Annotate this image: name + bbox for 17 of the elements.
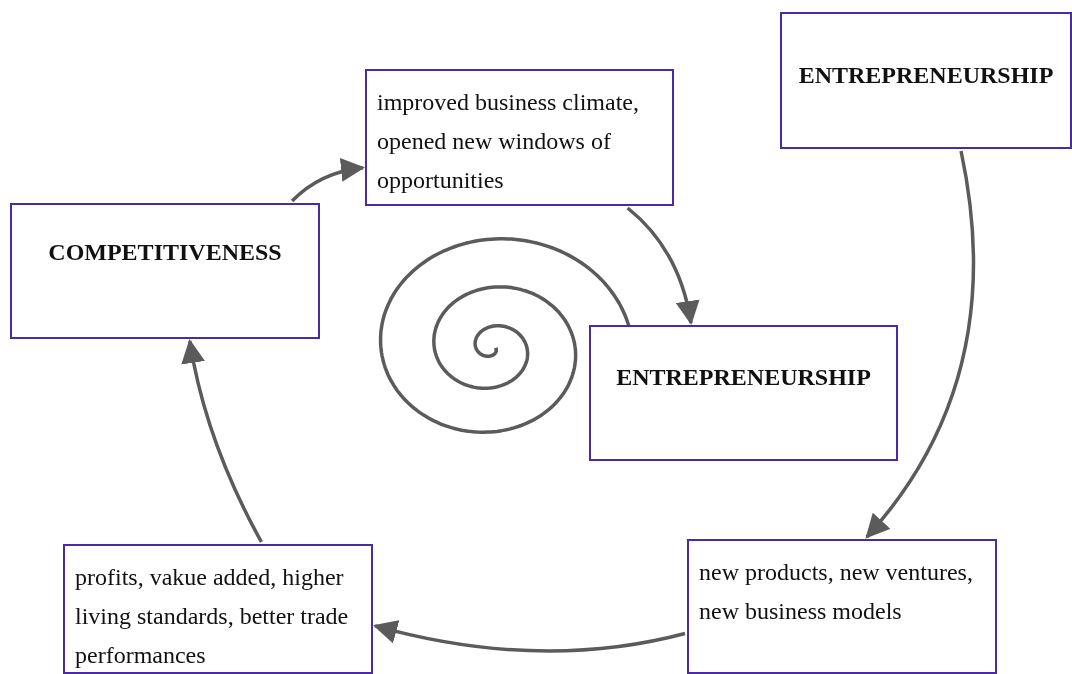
curved-arrow	[181, 339, 263, 543]
curved-arrow	[290, 158, 365, 203]
box-heading: ENTREPRENEURSHIP	[615, 364, 872, 391]
box-text: new products, new ventures, new business models	[698, 558, 974, 626]
text-box	[687, 539, 997, 674]
curved-arrow	[373, 619, 686, 653]
text-box	[589, 325, 898, 461]
box-heading: COMPETITIVENESS	[47, 239, 283, 266]
text-box	[780, 12, 1072, 149]
box-text: improved business climate, opened new windows of opportunities	[376, 88, 640, 195]
text-box	[63, 544, 373, 674]
text-box	[365, 69, 674, 206]
curved-arrow	[865, 150, 976, 539]
box-text: profits, vakue added, higher living standards, better trade performances	[74, 563, 350, 670]
curved-arrow	[626, 206, 699, 325]
text-box	[10, 203, 320, 339]
box-heading: ENTREPRENEURSHIP	[797, 62, 1055, 89]
